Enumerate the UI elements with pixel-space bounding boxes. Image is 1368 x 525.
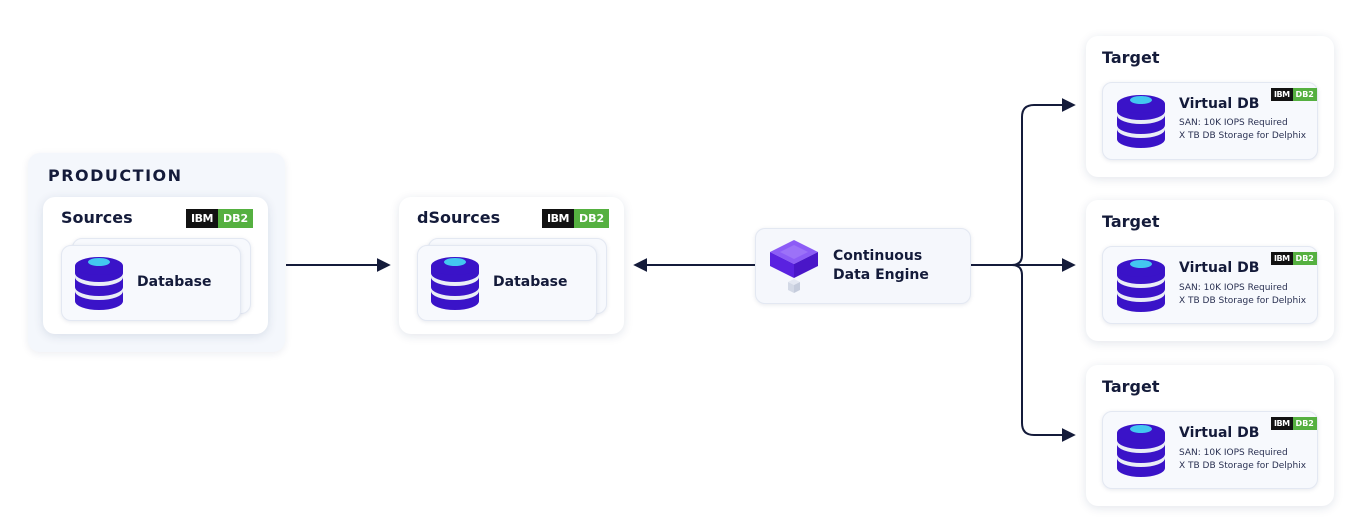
engine-label: Continuous Data Engine — [833, 247, 929, 285]
database-icon — [75, 257, 123, 310]
ibm-logo: IBM — [542, 209, 574, 228]
ibm-logo: IBM — [1271, 88, 1293, 101]
db2-logo: DB2 — [1292, 88, 1317, 101]
db2-logo: DB2 — [1292, 417, 1317, 430]
sources-database-label: Database — [137, 274, 212, 290]
virtual-db-title: Virtual DB — [1179, 96, 1260, 112]
virtual-db-iops: SAN: 10K IOPS Required — [1179, 118, 1288, 128]
virtual-db-iops: SAN: 10K IOPS Required — [1179, 448, 1288, 458]
virtual-db-title: Virtual DB — [1179, 260, 1260, 276]
cube-icon — [770, 240, 818, 293]
database-icon — [431, 257, 479, 310]
virtual-db-title: Virtual DB — [1179, 425, 1260, 441]
virtual-db-storage: X TB DB Storage for Delphix — [1179, 296, 1307, 306]
ibm-logo: IBM — [1271, 417, 1293, 430]
target-ibm-db2-badge: IBM DB2 — [1271, 417, 1317, 430]
sources-title: Sources — [61, 208, 133, 227]
engine-label-line1: Continuous — [833, 248, 923, 264]
arrow-engine-to-target-3 — [1011, 264, 1076, 442]
database-icon — [1117, 424, 1165, 477]
db2-logo: DB2 — [217, 209, 254, 228]
sources-ibm-db2-badge: IBM DB2 — [186, 209, 254, 228]
target-title: Target — [1102, 212, 1160, 231]
ibm-logo: IBM — [1271, 252, 1293, 265]
virtual-db-storage: X TB DB Storage for Delphix — [1179, 131, 1307, 141]
db2-logo: DB2 — [1292, 252, 1317, 265]
production-title: PRODUCTION — [48, 166, 183, 185]
db2-logo: DB2 — [573, 209, 610, 228]
ibm-logo: IBM — [186, 209, 218, 228]
target-ibm-db2-badge: IBM DB2 — [1271, 88, 1317, 101]
dsources-database-label: Database — [493, 274, 568, 290]
target-title: Target — [1102, 48, 1160, 67]
dsources-title: dSources — [417, 208, 501, 227]
target-title: Target — [1102, 377, 1160, 396]
dsources-ibm-db2-badge: IBM DB2 — [542, 209, 610, 228]
engine-label-line2: Data Engine — [833, 267, 929, 283]
database-icon — [1117, 259, 1165, 312]
target-ibm-db2-badge: IBM DB2 — [1271, 252, 1317, 265]
virtual-db-storage: X TB DB Storage for Delphix — [1179, 461, 1307, 471]
database-icon — [1117, 95, 1165, 148]
arrow-engine-to-target-1 — [971, 98, 1076, 266]
virtual-db-iops: SAN: 10K IOPS Required — [1179, 283, 1288, 293]
